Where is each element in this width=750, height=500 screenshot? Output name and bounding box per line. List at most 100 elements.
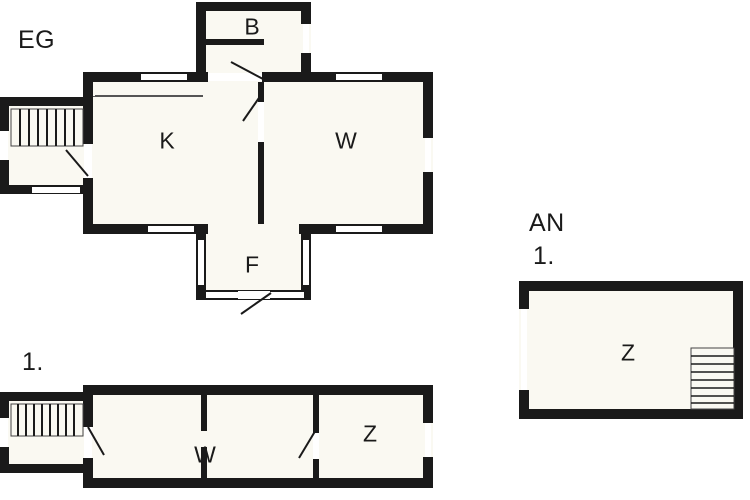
wall-ff-top bbox=[83, 385, 433, 395]
door-swing-ff-annex bbox=[87, 426, 105, 456]
door-gap-ff-annex bbox=[84, 427, 92, 458]
wall-annex-right-lower bbox=[83, 178, 93, 194]
door-swing-f bbox=[240, 292, 272, 315]
wall-ff-bottom bbox=[83, 478, 433, 488]
door-swing-ff-wz bbox=[298, 427, 318, 459]
wall-f-top-right bbox=[299, 224, 311, 234]
an-windows bbox=[521, 309, 527, 390]
wall-b-bottom-left bbox=[196, 72, 208, 82]
wall-ff-annex-left-upper bbox=[0, 392, 9, 418]
window-f-bottom-right bbox=[270, 292, 304, 298]
window-f-bottom-left bbox=[206, 292, 238, 298]
wall-ff-annex-bottom bbox=[0, 464, 88, 473]
wall-ff-right-upper bbox=[423, 385, 433, 423]
wall-ff-annex-top bbox=[4, 392, 88, 401]
window-annex-bottom bbox=[32, 187, 80, 193]
ff-walls bbox=[0, 385, 433, 488]
window-ff-annex-left bbox=[1, 418, 8, 447]
window-w-bottom bbox=[336, 226, 382, 232]
wall-annex-left-upper bbox=[0, 97, 9, 131]
wall-eg-left-lower bbox=[83, 186, 93, 234]
room-label-first-floor-z: Z bbox=[362, 420, 378, 447]
room-label-first-floor-w: W bbox=[194, 441, 216, 468]
window-k-top bbox=[141, 74, 187, 80]
wall-b-right-upper bbox=[301, 2, 311, 24]
eg-doors bbox=[65, 61, 272, 315]
plan-label-first-floor: 1. bbox=[22, 348, 44, 376]
stairs-ff-annex bbox=[10, 403, 84, 437]
wall-ff-left-lower bbox=[83, 466, 93, 488]
room-label-w: W bbox=[335, 127, 357, 154]
eg-room-fills bbox=[4, 2, 433, 300]
stairs-eg-annex bbox=[10, 108, 84, 147]
window-ff-z-right bbox=[425, 423, 431, 457]
plan-an bbox=[519, 281, 743, 419]
wall-ff-divider-wz-bottom bbox=[313, 459, 319, 478]
wall-eg-left-upper bbox=[83, 72, 93, 106]
room-fill-ff-main bbox=[83, 385, 433, 488]
stairs-ff-annex-body bbox=[10, 403, 84, 437]
wall-eg-bottom-left bbox=[83, 224, 203, 234]
window-w-top bbox=[336, 74, 382, 80]
window-an-left bbox=[521, 309, 527, 390]
plan-first-floor bbox=[0, 385, 433, 488]
wall-ff-right-lower bbox=[423, 457, 433, 488]
wall-ff-annex-left-lower bbox=[0, 447, 9, 473]
wall-an-left-upper bbox=[519, 281, 529, 309]
room-label-an-z: Z bbox=[620, 339, 636, 366]
eg-interior-details bbox=[93, 82, 203, 97]
door-swing-kw bbox=[242, 94, 262, 122]
an-walls bbox=[519, 281, 743, 419]
wall-eg-right-upper bbox=[423, 72, 433, 138]
counter-line-k-edge bbox=[93, 82, 95, 96]
counter-line-k bbox=[93, 95, 203, 97]
stairs-an bbox=[690, 347, 735, 410]
room-label-f: F bbox=[244, 251, 260, 278]
door-gap-f bbox=[238, 291, 270, 299]
door-gap-annex bbox=[84, 144, 92, 178]
stairs-an-body bbox=[690, 347, 735, 410]
wall-annex-left-lower bbox=[0, 160, 9, 194]
wall-an-bottom bbox=[519, 409, 743, 419]
room-label-b: B bbox=[244, 13, 260, 40]
wall-eg-divider-kw-bottom bbox=[258, 142, 264, 224]
wall-annex-right-upper bbox=[83, 106, 93, 144]
door-swing-annex bbox=[65, 149, 89, 177]
window-f-left bbox=[198, 240, 204, 285]
wall-ff-annex-right-upper bbox=[83, 401, 93, 427]
wall-ff-stub-bottom bbox=[201, 447, 207, 478]
wall-ff-divider-wz-top bbox=[313, 395, 319, 433]
wall-ff-annex-right-lower bbox=[83, 458, 93, 473]
window-k-bottom bbox=[148, 226, 194, 232]
plan-label-an-level: 1. bbox=[533, 242, 555, 270]
window-b-right bbox=[303, 24, 309, 53]
door-swing-b bbox=[230, 61, 264, 80]
plan-label-an: AN bbox=[529, 209, 565, 237]
plan-label-eg: EG bbox=[18, 26, 56, 54]
plan-eg bbox=[0, 2, 433, 315]
door-gap-kw bbox=[258, 102, 264, 142]
window-annex-left bbox=[1, 131, 8, 160]
ff-windows bbox=[1, 418, 431, 457]
wall-b-bottom-right bbox=[262, 72, 311, 82]
window-w-right bbox=[425, 138, 431, 172]
wall-an-right bbox=[733, 281, 743, 419]
ff-doors bbox=[84, 426, 319, 459]
wall-b-interior-stub bbox=[206, 39, 264, 45]
wall-f-top-left bbox=[196, 224, 208, 234]
wall-eg-divider-kw-top bbox=[258, 82, 264, 102]
room-fill-f bbox=[196, 230, 311, 300]
wall-b-right-lower bbox=[301, 53, 311, 78]
window-f-right bbox=[303, 240, 309, 285]
room-label-k: K bbox=[159, 127, 175, 154]
wall-b-top bbox=[196, 2, 311, 11]
door-gap-b bbox=[208, 73, 262, 81]
door-gap-ff-wz bbox=[313, 433, 319, 459]
wall-eg-right-lower bbox=[423, 172, 433, 234]
wall-an-left-lower bbox=[519, 390, 529, 419]
wall-annex-top bbox=[4, 97, 88, 106]
eg-windows bbox=[1, 24, 431, 298]
wall-ff-stub-top bbox=[201, 395, 207, 431]
wall-an-top bbox=[519, 281, 743, 291]
